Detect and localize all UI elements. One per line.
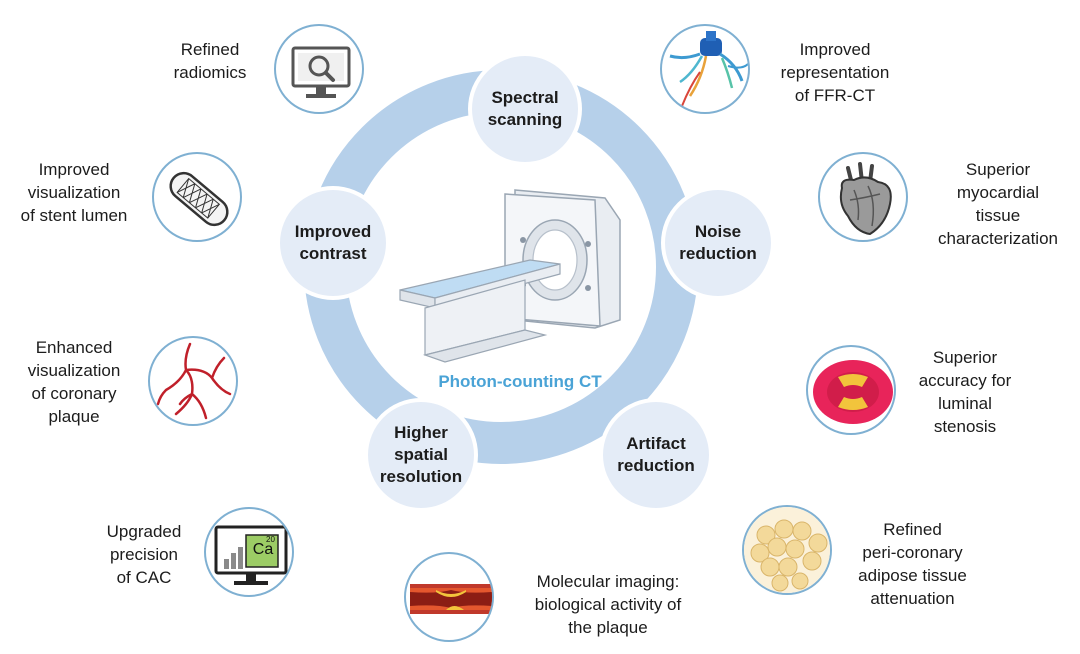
center-label: Photon-counting CT bbox=[438, 372, 602, 391]
coronary-tree-icon bbox=[660, 24, 750, 114]
label-adipose-tissue: Refined peri-coronary adipose tissue att… bbox=[858, 520, 967, 608]
adipose-cells-icon bbox=[742, 505, 832, 595]
label-molecular-imaging: Molecular imaging: biological activity o… bbox=[534, 572, 682, 637]
node-spectral-scanning: Spectral scanning bbox=[472, 56, 578, 162]
calcium-atomic-number: 20 bbox=[266, 535, 275, 544]
node-artifact-reduction: Artifact reduction bbox=[603, 402, 709, 508]
node-improved-contrast: Improved contrast bbox=[280, 190, 386, 296]
label-stent-lumen: Improved visualization of stent lumen bbox=[20, 160, 128, 225]
label-luminal-stenosis: Superior accuracy for luminal stenosis bbox=[918, 348, 1012, 436]
label-ffr-ct: Improved representation of FFR-CT bbox=[780, 40, 890, 105]
label-coronary-plaque: Enhanced visualization of coronary plaqu… bbox=[27, 338, 121, 426]
calcium-monitor-icon: Ca 20 bbox=[204, 507, 294, 597]
node-noise-reduction: Noise reduction bbox=[665, 190, 771, 296]
label-refined-radiomics: Refined radiomics bbox=[173, 40, 247, 82]
calcium-element-symbol: Ca bbox=[252, 541, 274, 558]
heart-icon bbox=[818, 152, 908, 242]
plaque-vessel-icon bbox=[404, 552, 494, 642]
coronary-artery-icon bbox=[148, 336, 238, 426]
label-myocardial-tissue: Superior myocardial tissue characterizat… bbox=[937, 160, 1058, 248]
stent-icon bbox=[152, 152, 242, 242]
label-cac-precision: Upgraded precision of CAC bbox=[106, 522, 182, 587]
ct-scanner-illustration bbox=[399, 189, 621, 363]
monitor-magnifier-icon bbox=[274, 24, 364, 114]
vessel-cross-section-icon bbox=[806, 345, 896, 435]
node-higher-spatial-resolution: Higher spatial resolution bbox=[368, 402, 474, 508]
